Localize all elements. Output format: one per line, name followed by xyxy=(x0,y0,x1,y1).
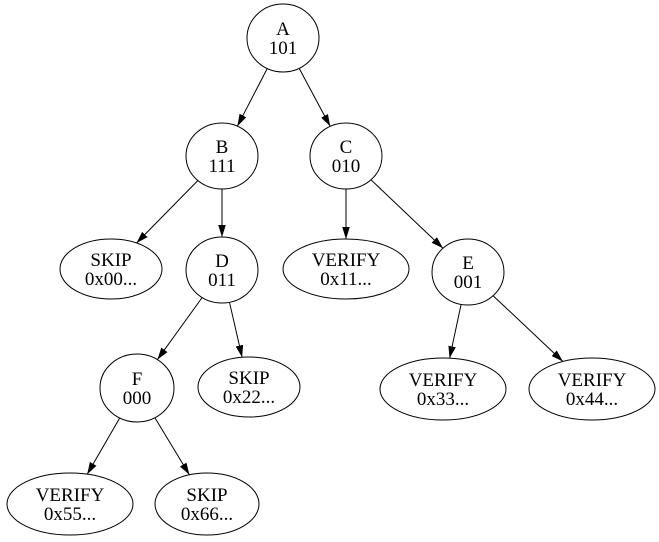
node-VERIFY33-ellipse xyxy=(379,357,507,421)
node-VERIFY11: VERIFY0x11... xyxy=(282,238,410,300)
node-VERIFY44-label-line-1: VERIFY xyxy=(558,370,627,391)
node-SKIP66-label-line-1: SKIP xyxy=(186,485,227,506)
edge-D-to-SKIP22 xyxy=(229,302,244,358)
edges-layer xyxy=(86,68,564,476)
node-SKIP00-label-line-2: 0x00... xyxy=(85,269,137,290)
node-VERIFY11-label-line-2: 0x11... xyxy=(320,269,372,290)
edge-D-to-F xyxy=(156,297,203,360)
edge-F-to-SKIP66 xyxy=(154,417,190,476)
node-D-label-line-2: 011 xyxy=(208,270,236,291)
node-C-label-line-1: C xyxy=(340,137,353,158)
node-F-label-line-2: 000 xyxy=(123,388,152,409)
edge-E-to-VERIFY33 xyxy=(448,304,462,359)
node-E-label-line-2: 001 xyxy=(454,272,483,293)
node-VERIFY11-ellipse xyxy=(282,238,410,300)
node-E-label-line-1: E xyxy=(462,253,474,274)
node-SKIP22-label-line-1: SKIP xyxy=(228,368,269,389)
node-B-label-line-2: 111 xyxy=(208,156,235,177)
node-VERIFY33: VERIFY0x33... xyxy=(379,357,507,421)
edge-F-to-VERIFY55 xyxy=(86,417,121,475)
node-D-circle xyxy=(185,236,259,304)
node-VERIFY44: VERIFY0x44... xyxy=(528,357,656,421)
node-A-label-line-1: A xyxy=(276,19,290,40)
node-B-label-line-1: B xyxy=(216,137,229,158)
node-VERIFY55-label-line-2: 0x55... xyxy=(44,504,96,525)
node-D-label-line-1: D xyxy=(215,251,229,272)
node-F-label-line-1: F xyxy=(132,369,143,390)
node-E-circle xyxy=(431,238,505,306)
node-A-label-line-2: 101 xyxy=(269,38,298,59)
node-VERIFY33-label-line-2: 0x33... xyxy=(417,389,469,410)
node-VERIFY55-ellipse xyxy=(6,472,134,536)
node-SKIP22-ellipse xyxy=(197,356,301,418)
node-C-circle xyxy=(309,122,383,190)
node-SKIP66-ellipse xyxy=(154,472,260,536)
node-VERIFY33-label-line-1: VERIFY xyxy=(409,370,478,391)
node-F-circle xyxy=(99,353,175,423)
node-VERIFY11-label-line-1: VERIFY xyxy=(312,250,381,271)
node-VERIFY55-label-line-1: VERIFY xyxy=(36,485,105,506)
node-VERIFY44-ellipse xyxy=(528,357,656,421)
nodes-layer: A101B111C010SKIP0x00...D011VERIFY0x11...… xyxy=(6,3,656,536)
edge-E-to-VERIFY44 xyxy=(492,295,564,362)
node-B-circle xyxy=(185,122,259,190)
edge-B-to-SKIP00 xyxy=(136,180,199,244)
node-VERIFY44-label-line-2: 0x44... xyxy=(566,389,618,410)
node-SKIP00: SKIP0x00... xyxy=(59,238,163,300)
node-SKIP66: SKIP0x66... xyxy=(154,472,260,536)
edge-C-to-E xyxy=(370,179,444,249)
node-A-circle xyxy=(246,3,320,73)
node-VERIFY55: VERIFY0x55... xyxy=(6,472,134,536)
node-SKIP22: SKIP0x22... xyxy=(197,356,301,418)
node-C-label-line-2: 010 xyxy=(332,156,361,177)
edge-A-to-C xyxy=(298,68,331,127)
node-SKIP00-label-line-1: SKIP xyxy=(90,250,131,271)
edge-A-to-B xyxy=(236,68,268,127)
node-SKIP66-label-line-2: 0x66... xyxy=(181,504,233,525)
node-SKIP00-ellipse xyxy=(59,238,163,300)
node-SKIP22-label-line-2: 0x22... xyxy=(223,387,275,408)
